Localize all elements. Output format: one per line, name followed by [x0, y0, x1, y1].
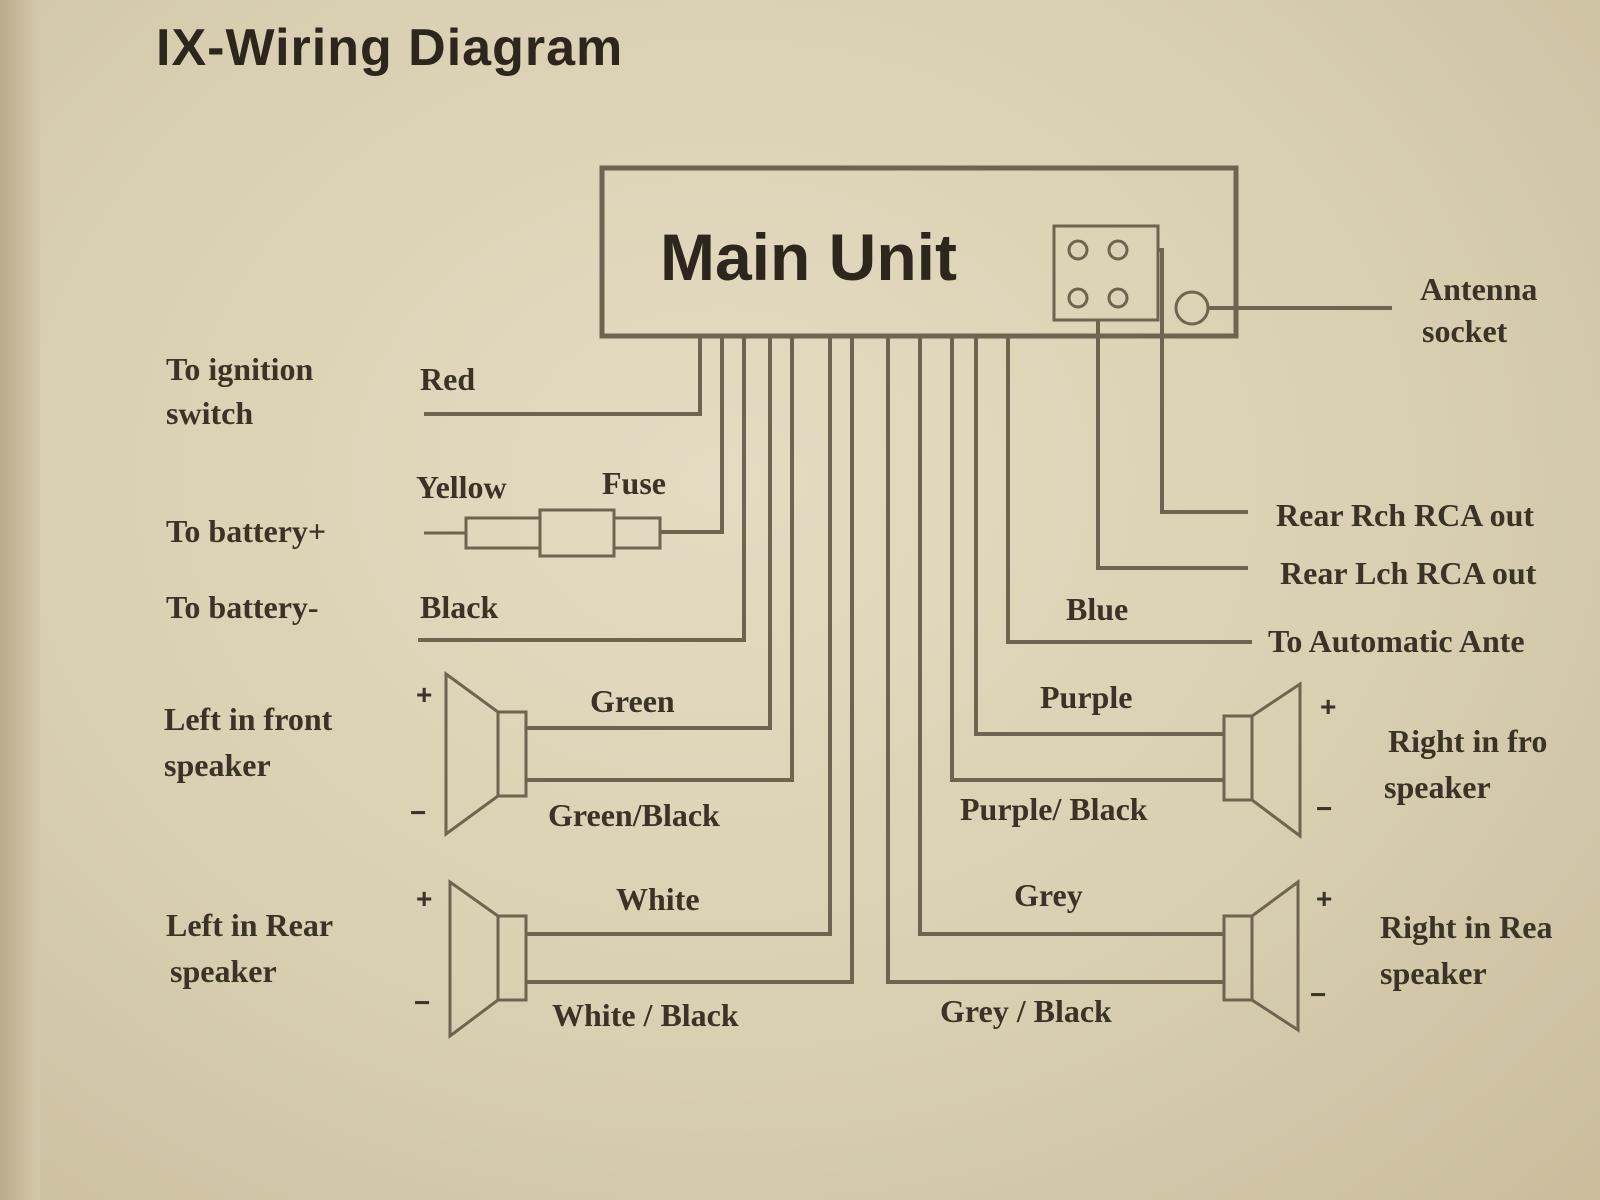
antenna-socket-icon [1174, 290, 1392, 326]
green-wire [526, 336, 772, 730]
rca-jacks-icon [1052, 224, 1160, 322]
fuse-icon [424, 508, 662, 558]
right-front-speaker-icon [1222, 681, 1302, 839]
rear-left-rca-label: Rear Lch RCA out [1280, 555, 1537, 591]
left-front-plus: + [416, 679, 432, 710]
white-wire [526, 336, 832, 936]
purple-black-wire-label: Purple/ Black [960, 791, 1148, 827]
blue-wire-label: Blue [1066, 591, 1128, 627]
left-front-label-line2: speaker [164, 747, 271, 783]
right-rear-plus: + [1316, 883, 1332, 914]
antenna-label-line1: Antenna [1420, 271, 1537, 307]
black-wire [418, 336, 746, 642]
right-rear-minus: − [1310, 979, 1326, 1010]
right-rear-label-line2: speaker [1380, 955, 1487, 991]
purple-black-wire [950, 336, 1224, 782]
rear-right-rca-label: Rear Rch RCA out [1276, 497, 1534, 533]
battery-neg-label: To battery- [166, 589, 319, 625]
green-wire-label: Green [590, 683, 675, 719]
fuse-label: Fuse [602, 465, 666, 501]
auto-antenna-label: To Automatic Ante [1268, 623, 1525, 659]
rear-right-rca-wire [1158, 248, 1248, 514]
grey-wire [918, 336, 1224, 936]
right-rear-speaker-icon [1222, 879, 1300, 1033]
white-black-wire [526, 336, 854, 984]
grey-black-wire-label: Grey / Black [940, 993, 1112, 1029]
black-wire-label: Black [420, 589, 498, 625]
yellow-wire-label: Yellow [416, 469, 507, 505]
left-rear-label-line1: Left in Rear [166, 907, 333, 943]
blue-wire [1006, 336, 1252, 644]
white-black-wire-label: White / Black [552, 997, 739, 1033]
red-wire-label: Red [420, 361, 475, 397]
antenna-label-line2: socket [1422, 313, 1508, 349]
left-front-label-line1: Left in front [164, 701, 333, 737]
right-front-plus: + [1320, 691, 1336, 722]
grey-black-wire [886, 336, 1224, 984]
page-title: IX-Wiring Diagram [156, 19, 624, 77]
red-wire [424, 336, 702, 416]
left-rear-plus: + [416, 883, 432, 914]
right-front-label-line2: speaker [1384, 769, 1491, 805]
rear-left-rca-wire [1096, 320, 1248, 570]
main-unit-label: Main Unit [660, 220, 957, 294]
right-rear-label-line1: Right in Rea [1380, 909, 1552, 945]
left-rear-minus: − [414, 987, 430, 1018]
left-front-minus: − [410, 797, 426, 828]
ignition-label-line2: switch [166, 395, 253, 431]
yellow-wire [660, 336, 724, 534]
grey-wire-label: Grey [1014, 877, 1083, 913]
left-rear-speaker-icon [448, 879, 528, 1039]
left-rear-label-line2: speaker [170, 953, 277, 989]
ignition-label-line1: To ignition [166, 351, 314, 387]
right-front-minus: − [1316, 793, 1332, 824]
right-front-label-line1: Right in fro [1388, 723, 1547, 759]
green-black-wire [526, 336, 794, 782]
battery-pos-label: To battery+ [166, 513, 326, 549]
green-black-wire-label: Green/Black [548, 797, 720, 833]
purple-wire-label: Purple [1040, 679, 1132, 715]
left-front-speaker-icon [444, 671, 528, 837]
white-wire-label: White [616, 881, 700, 917]
purple-wire [974, 336, 1224, 736]
